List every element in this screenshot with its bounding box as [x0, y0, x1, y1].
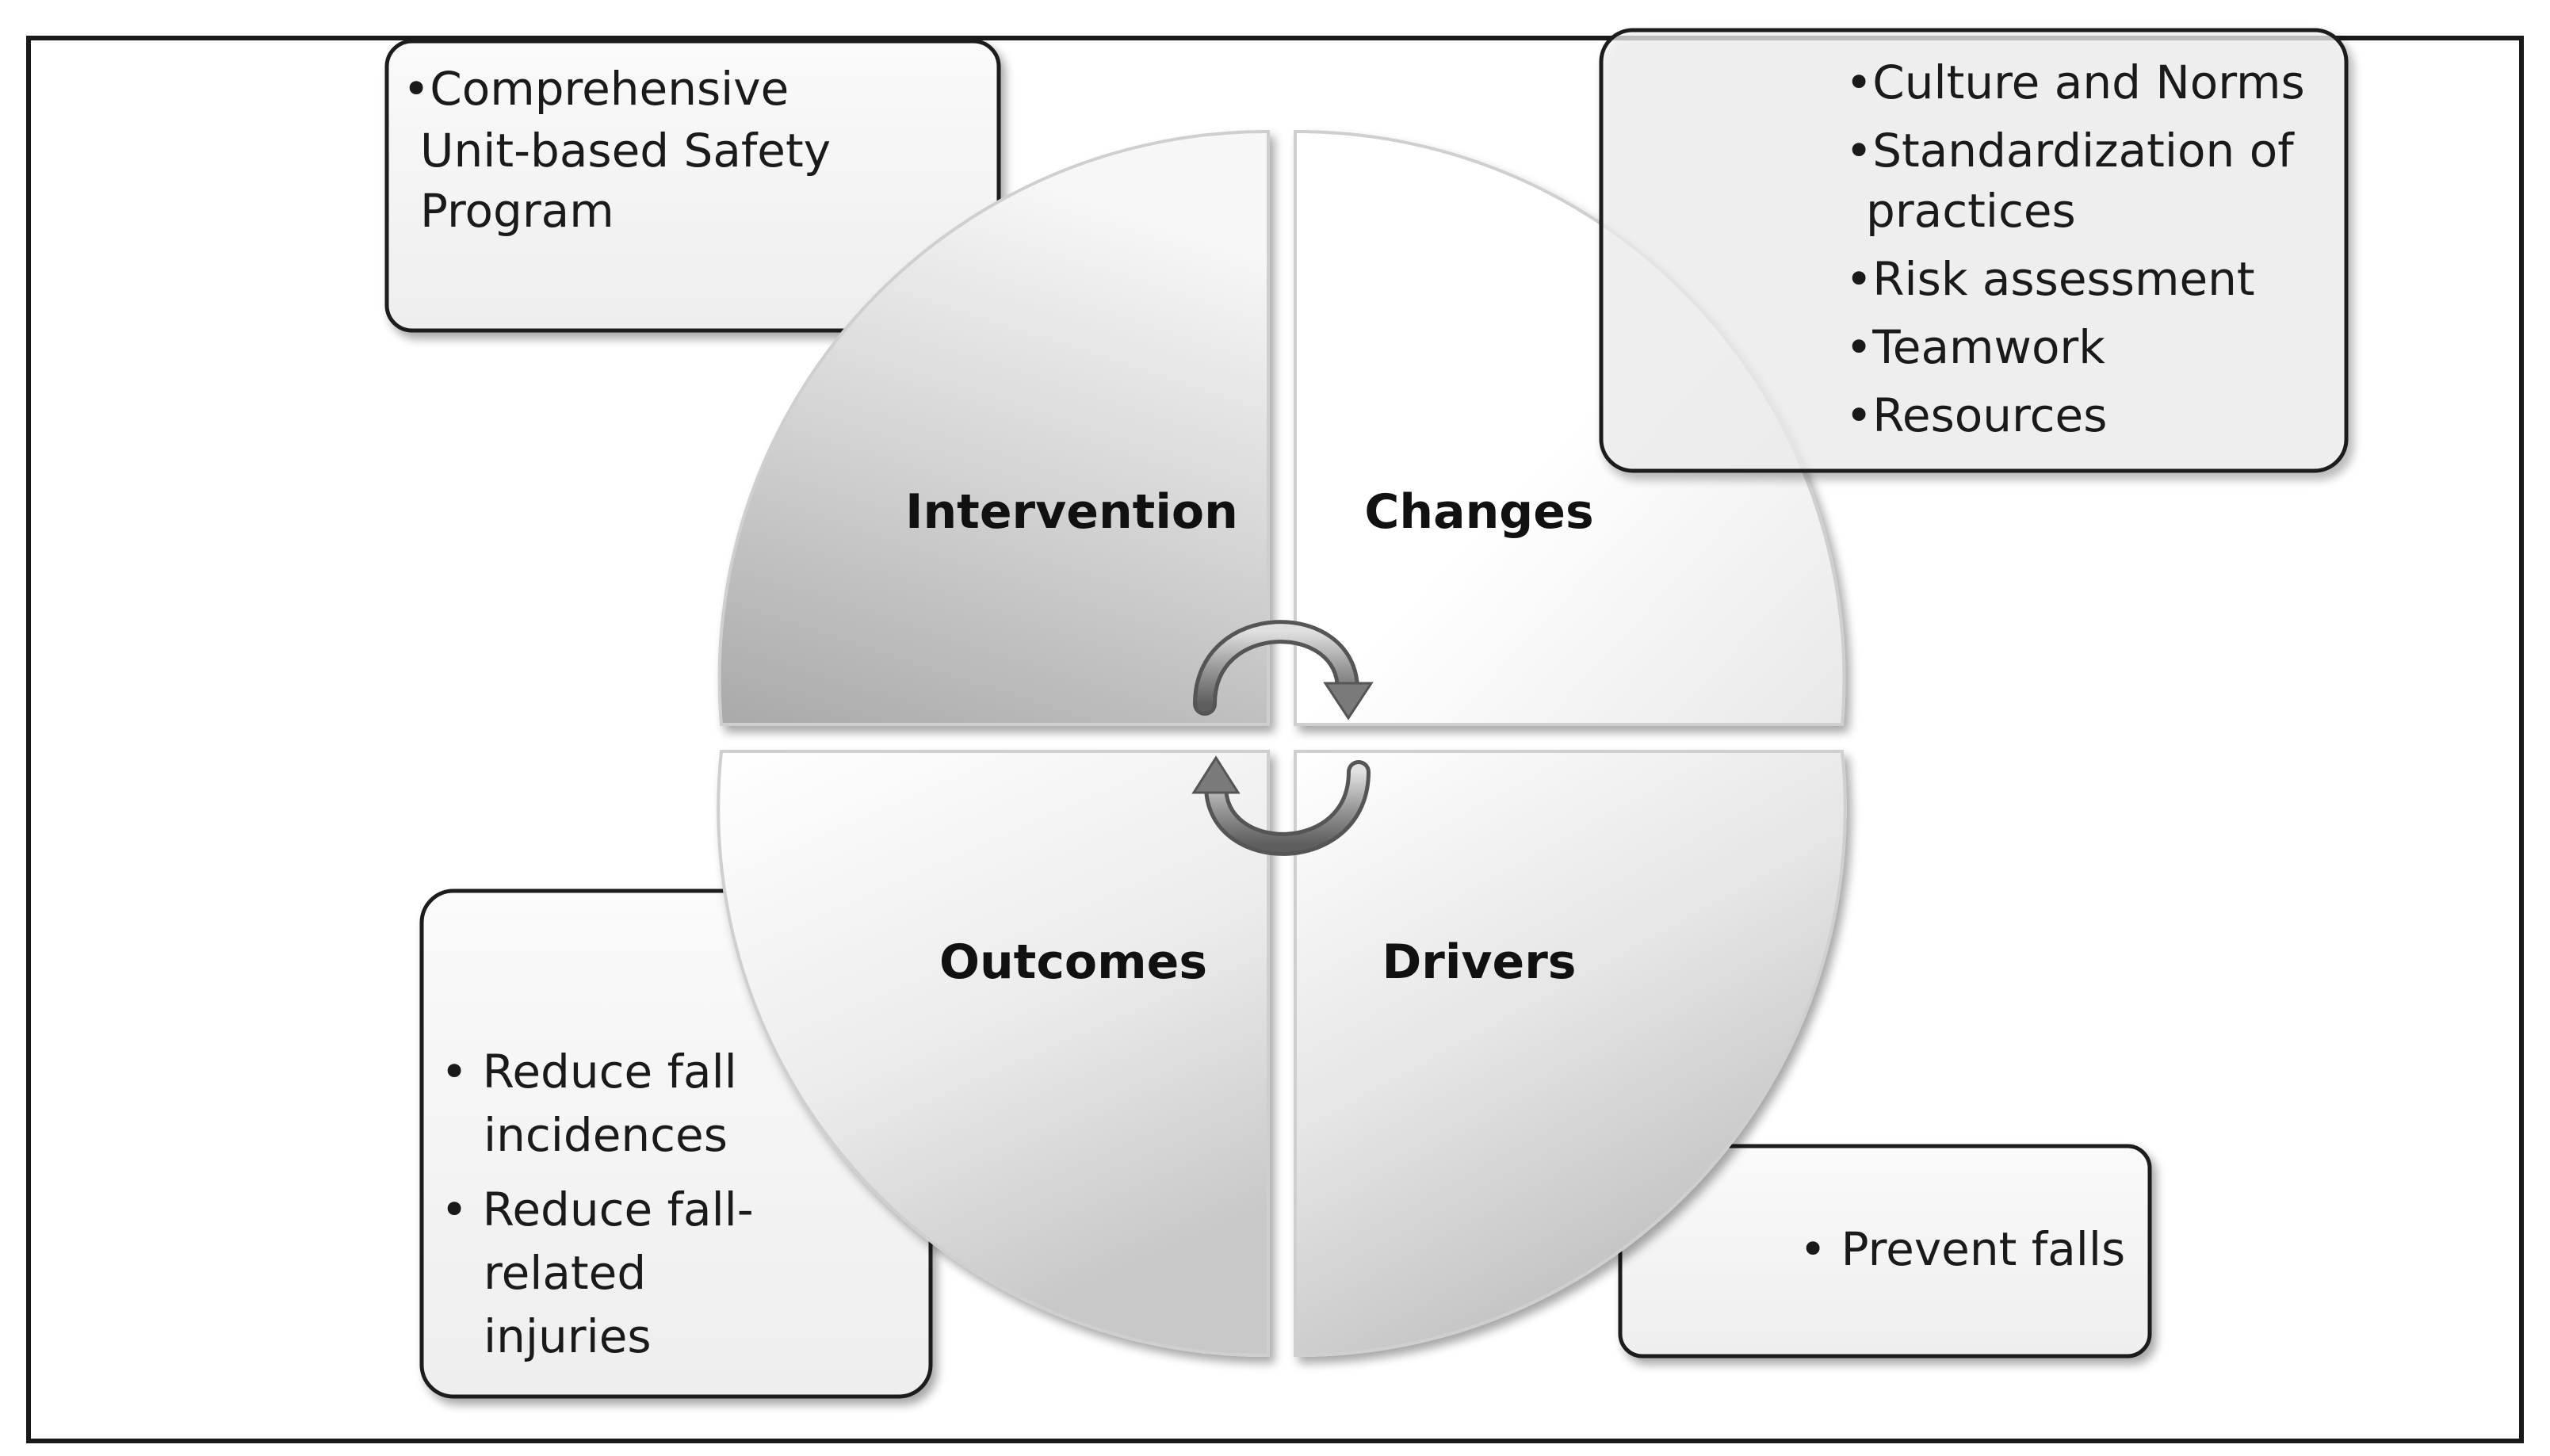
- quadrant-intervention: [717, 129, 1270, 726]
- label-outcomes: Outcomes: [939, 934, 1207, 990]
- drivers-text-line-1: • Prevent falls: [1799, 1222, 2125, 1276]
- changes-text-line-2: •Standardization of: [1845, 124, 2295, 178]
- quadrant-outcomes: [717, 750, 1270, 1358]
- changes-text-line-6: •Resources: [1845, 388, 2107, 442]
- label-intervention: Intervention: [905, 484, 1238, 540]
- callout-intervention: [384, 39, 1001, 333]
- label-drivers: Drivers: [1382, 934, 1576, 990]
- cycle-circle: [717, 129, 1847, 1358]
- clockwise-arrow-icon: [1193, 620, 1374, 720]
- outcomes-text-line-2: incidences: [484, 1108, 728, 1162]
- intervention-text-line-3: Program: [420, 184, 614, 238]
- outcomes-text-line-1: • Reduce fall: [441, 1045, 737, 1099]
- changes-text-line-5: •Teamwork: [1845, 320, 2105, 374]
- label-changes: Changes: [1364, 484, 1593, 540]
- intervention-text-line-2: Unit-based Safety: [420, 124, 831, 178]
- intervention-text-line-1: •Comprehensive: [403, 62, 789, 116]
- outcomes-text-line-4: related: [484, 1246, 646, 1300]
- counterclockwise-arrow-icon: [1191, 755, 1371, 856]
- callout-changes: [1599, 28, 2349, 473]
- changes-text-line-4: •Risk assessment: [1845, 252, 2255, 306]
- quadrant-drivers: [1294, 750, 1847, 1358]
- outcomes-text-line-5: injuries: [484, 1309, 652, 1363]
- changes-text-line-1: •Culture and Norms: [1845, 55, 2305, 109]
- changes-text-line-3: practices: [1866, 184, 2076, 238]
- outcomes-text-line-3: • Reduce fall-: [441, 1183, 754, 1236]
